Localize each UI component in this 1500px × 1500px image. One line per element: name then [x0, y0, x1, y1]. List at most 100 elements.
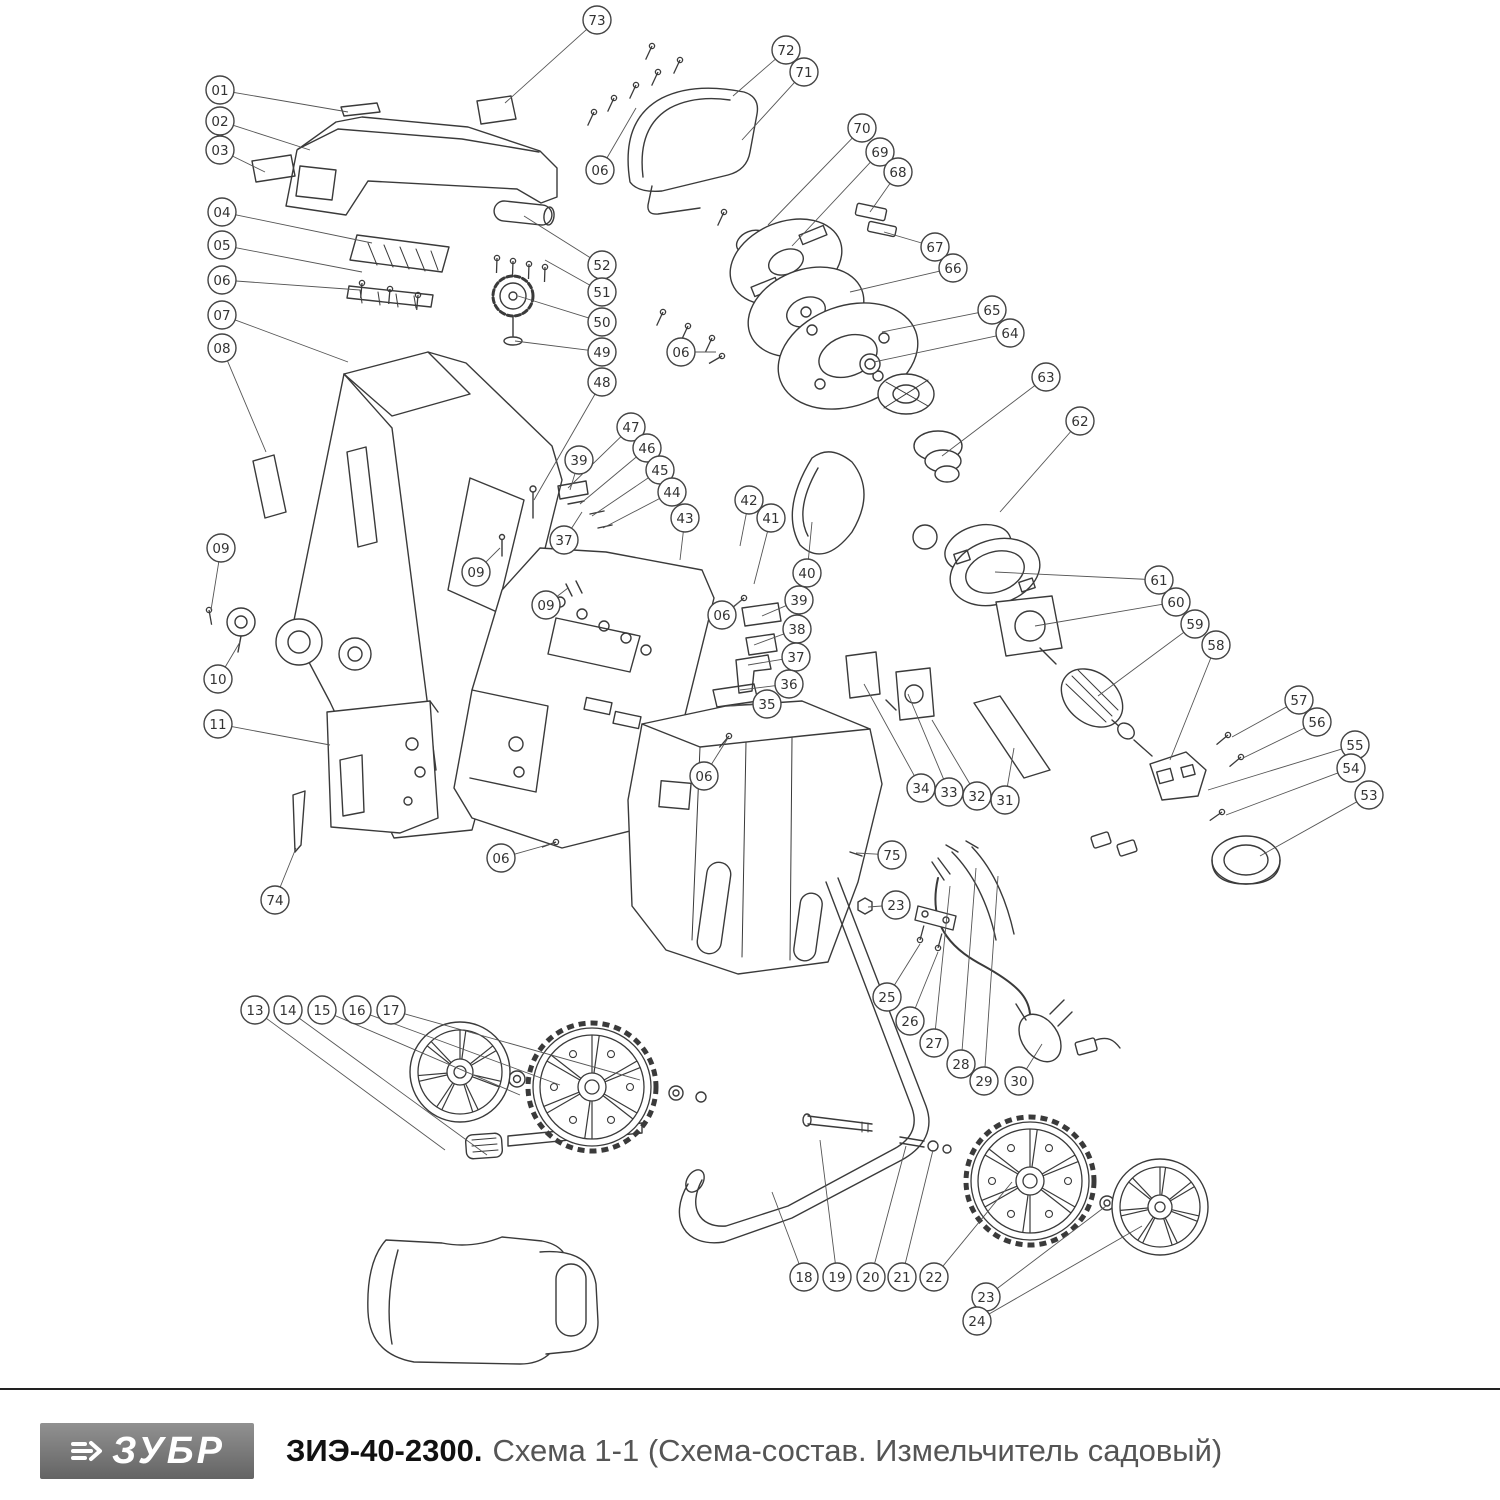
screw-drawing: [708, 352, 726, 365]
screw-drawing: [541, 263, 549, 283]
svg-text:71: 71: [795, 65, 812, 81]
callout-39: 39: [784, 585, 814, 615]
svg-text:08: 08: [213, 341, 230, 357]
svg-text:60: 60: [1167, 595, 1184, 611]
svg-text:37: 37: [555, 533, 572, 549]
svg-text:05: 05: [213, 238, 230, 254]
power-cord-drawing: [849, 840, 1121, 1063]
callout-45: 45: [645, 455, 675, 485]
svg-text:31: 31: [996, 793, 1013, 809]
callout-58: 58: [1201, 630, 1231, 660]
svg-text:27: 27: [925, 1036, 942, 1052]
screw-drawing: [681, 322, 692, 340]
callout-48: 48: [587, 367, 617, 397]
callout-61: 61: [1144, 565, 1174, 595]
screw-drawing: [916, 925, 925, 944]
screw-drawing: [717, 208, 728, 226]
screw-drawing: [509, 257, 517, 277]
callout-34: 34: [906, 773, 936, 803]
callout-74: 74: [260, 885, 290, 915]
svg-text:11: 11: [209, 717, 226, 733]
wheel-drawing: [963, 1114, 1097, 1248]
svg-text:25: 25: [878, 990, 895, 1006]
callout-35: 35: [752, 689, 782, 719]
generated-parts-layer: [205, 42, 1245, 1256]
screw-drawing: [718, 732, 733, 748]
callout-06: 06: [585, 155, 615, 185]
callout-29: 29: [969, 1066, 999, 1096]
callout-23: 23: [881, 890, 911, 920]
callout-56: 56: [1302, 707, 1332, 737]
svg-text:03: 03: [211, 143, 228, 159]
svg-text:13: 13: [246, 1003, 263, 1019]
callout-54: 54: [1336, 753, 1366, 783]
callout-11: 11: [203, 709, 233, 739]
svg-text:56: 56: [1308, 715, 1325, 731]
brand-arrow-icon: [71, 1441, 103, 1461]
callout-42: 42: [734, 485, 764, 515]
svg-text:02: 02: [211, 114, 228, 130]
callout-46: 46: [632, 433, 662, 463]
svg-text:41: 41: [762, 511, 779, 527]
svg-text:39: 39: [790, 593, 807, 609]
brand-logo: ЗУБР: [40, 1423, 254, 1479]
svg-text:47: 47: [622, 420, 639, 436]
svg-text:62: 62: [1071, 414, 1088, 430]
callout-52: 52: [587, 250, 617, 280]
svg-text:19: 19: [828, 1270, 845, 1286]
svg-text:09: 09: [212, 541, 229, 557]
callout-67: 67: [920, 232, 950, 262]
svg-text:30: 30: [1010, 1074, 1027, 1090]
svg-text:14: 14: [279, 1003, 296, 1019]
callout-44: 44: [657, 477, 687, 507]
callout-09: 09: [461, 557, 491, 587]
screw-drawing: [358, 279, 366, 298]
svg-text:69: 69: [871, 145, 888, 161]
callout-49: 49: [587, 337, 617, 367]
callout-57: 57: [1284, 685, 1314, 715]
callout-40: 40: [792, 558, 822, 588]
callout-72: 72: [771, 35, 801, 65]
svg-text:26: 26: [901, 1014, 918, 1030]
callout-31: 31: [990, 785, 1020, 815]
screw-drawing: [493, 254, 501, 274]
screw-drawing: [673, 56, 684, 74]
frame-tubes-drawing: [464, 877, 1115, 1244]
svg-text:65: 65: [983, 303, 1000, 319]
screw-drawing: [1216, 731, 1232, 746]
exploded-drawing: [226, 87, 1281, 1365]
svg-text:64: 64: [1001, 326, 1018, 342]
screw-drawing: [651, 68, 662, 86]
svg-text:24: 24: [968, 1314, 985, 1330]
svg-text:63: 63: [1037, 370, 1054, 386]
svg-text:44: 44: [663, 485, 680, 501]
wheel-drawing: [525, 1020, 659, 1154]
callout-62: 62: [1065, 406, 1095, 436]
svg-text:35: 35: [758, 697, 775, 713]
callout-15: 15: [307, 995, 337, 1025]
callout-02: 02: [205, 106, 235, 136]
callout-27: 27: [919, 1028, 949, 1058]
svg-text:39: 39: [570, 453, 587, 469]
leader-lines-layer: [210, 29, 1358, 1315]
svg-text:01: 01: [211, 83, 228, 99]
callout-14: 14: [273, 995, 303, 1025]
svg-text:06: 06: [492, 851, 509, 867]
schema-model: ЗИЭ-40-2300.: [286, 1433, 483, 1468]
svg-text:06: 06: [695, 769, 712, 785]
callout-68: 68: [883, 157, 913, 187]
callout-01: 01: [205, 75, 235, 105]
callout-60: 60: [1161, 587, 1191, 617]
screw-drawing: [525, 260, 533, 280]
callout-03: 03: [205, 135, 235, 165]
callout-08: 08: [207, 333, 237, 363]
callout-75: 75: [877, 840, 907, 870]
svg-text:46: 46: [638, 441, 655, 457]
callout-10: 10: [203, 664, 233, 694]
callout-66: 66: [938, 253, 968, 283]
callout-39: 39: [564, 445, 594, 475]
callout-32: 32: [962, 781, 992, 811]
svg-text:53: 53: [1360, 788, 1377, 804]
side-brackets-drawing: [845, 651, 1051, 779]
